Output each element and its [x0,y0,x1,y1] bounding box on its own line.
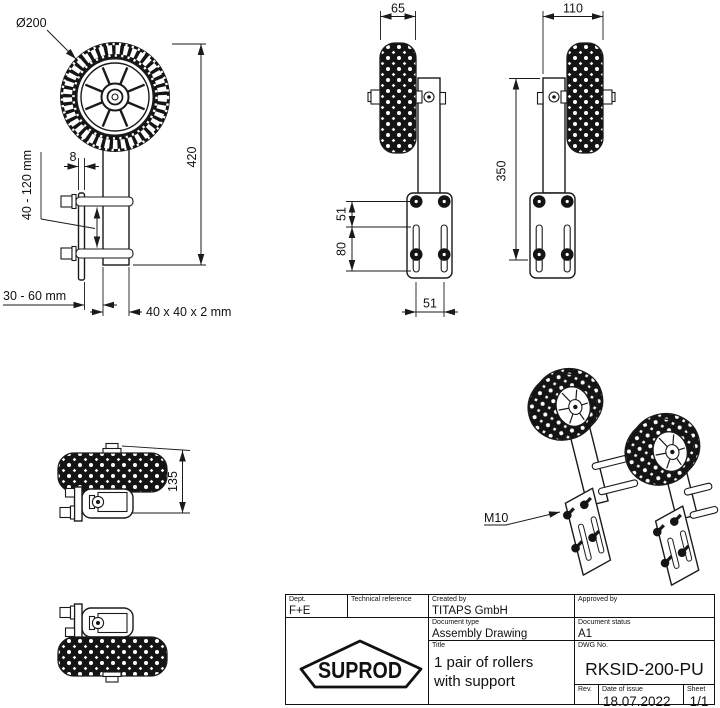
titleblock-createdby-cell: Created by TITAPS GmbH [429,595,575,618]
created-by-value: TITAPS GmbH [432,605,508,617]
dim-clamp-height-range: 40 - 120 mm [20,150,101,248]
side-view-right: 110 350 [495,2,616,279]
rev-value [575,694,598,695]
side-left-wheel [379,42,417,154]
side-view-left: 65 51 80 51 [335,2,458,317]
dept-label: Dept. [289,596,306,603]
titleblock-date-cell: Date of issue 18.07.2022 [599,685,684,708]
folded-bracket-mirror [59,603,134,639]
dim-slot-span-label: 80 [335,242,349,256]
sheet-label: Sheet [687,686,706,693]
rev-label: Rev. [578,686,592,693]
side-right-bolt-head [602,89,613,105]
folded-view-top: 135 [57,442,191,522]
folded-wheel [57,452,168,493]
folded-axle-cap-mirror [105,675,119,683]
front-view: Ø200 420 8 40 - 120 mm [3,16,231,319]
front-wheel-spokes [84,66,146,128]
dim-clamp-height-label: 40 - 120 mm [20,150,34,220]
iso-roller-left [527,367,639,576]
dept-value: F+E [289,605,311,617]
title-block: Dept. F+E Technical reference Created by… [285,594,715,708]
date-of-issue-value: 18.07.2022 [603,694,671,708]
dwg-no-value: RKSID-200-PU [585,659,704,679]
document-status-value: A1 [578,628,593,640]
titleblock-docstatus-cell: Document status A1 [575,618,714,641]
dim-support-height: 350 [495,78,540,261]
dim-height: 420 [133,43,206,266]
titleblock-doctype-cell: Document type Assembly Drawing [429,618,575,641]
titleblock-title-cell: Title 1 pair of rollers with support [429,641,575,704]
created-by-label: Created by [432,596,467,603]
dim-height-label: 420 [185,147,199,168]
side-right-axle-nut-center [552,95,556,99]
date-of-issue-label: Date of issue [602,686,643,693]
approved-by-label: Approved by [578,596,618,603]
titleblock-dept-cell: Dept. F+E [286,595,348,618]
folded-axle-flange [102,447,122,454]
titleblock-techref-cell: Technical reference [348,595,429,618]
sheet-value: 1/1 [689,694,709,708]
folded-view-bottom [57,603,168,683]
dim-wheel-width-label: 65 [391,2,405,16]
dim-plate-thickness-label: 8 [70,150,77,164]
titleblock-approvedby-cell: Approved by [575,595,714,618]
folded-axle-flange-mirror [102,671,122,678]
dim-clamp-width-range: 30 - 60 mm [3,267,117,316]
dim-diameter-label: Ø200 [16,16,47,30]
dim-overall-width-label: 110 [563,2,583,16]
dim-tube-size: 40 x 40 x 2 mm [90,267,231,319]
titleblock-dwgno-cell: DWG No. RKSID-200-PU [575,641,714,685]
approved-by-value [575,604,714,605]
folded-bracket [59,486,134,522]
side-right-plate-bolts [532,195,574,261]
side-left-axle-clip [439,91,447,105]
dim-clamp-width-label: 30 - 60 mm [3,289,66,303]
side-right-wheel [566,42,604,154]
dim-plate-thickness: 8 [64,150,99,190]
isometric-view: M10 [484,367,719,586]
dim-folded-height-label: 135 [166,471,180,492]
front-wheel [60,42,170,152]
dim-overall-width: 110 [542,2,604,74]
callout-m10: M10 [484,511,561,526]
document-status-label: Document status [578,619,631,626]
suprod-logo-text: SUPROD [318,657,402,683]
front-lower-bolt [60,245,134,262]
title-line2: with support [434,673,515,690]
dim-hole-offset-label: 51 [335,207,349,221]
side-right-bolt-tip [611,91,616,103]
titleblock-rev-cell: Rev. [575,685,599,704]
suprod-logo-icon: SUPROD [299,639,423,689]
side-left-axle-nut-center [427,95,431,99]
front-upper-bolt [60,193,134,210]
side-left-bolt-head [370,89,381,105]
title-label: Title [432,642,445,649]
dim-support-height-label: 350 [495,161,509,182]
dim-folded-height: 135 [121,445,191,514]
side-right-axle-clip [536,91,544,105]
dim-wheel-width: 65 [380,2,416,40]
technical-reference-value [348,604,428,605]
dim-hole-spacing-label: 51 [423,297,437,311]
titleblock-sheet-cell: Sheet 1/1 [684,685,714,708]
title-line1: 1 pair of rollers [434,654,534,671]
document-type-value: Assembly Drawing [432,628,528,640]
iso-roller-right [624,412,719,586]
dim-tube-size-label: 40 x 40 x 2 mm [146,305,231,319]
side-left-plate-bolts [409,195,451,261]
dwg-no-label: DWG No. [578,642,608,649]
titleblock-logo-cell: SUPROD [286,618,429,704]
m10-label: M10 [484,511,508,525]
document-type-label: Document type [432,619,480,626]
dim-hole-offset: 51 80 [335,201,411,272]
dim-diameter: Ø200 [16,16,77,60]
title-value: 1 pair of rollers with support [429,650,574,691]
dim-hole-spacing: 51 [402,282,458,317]
technical-reference-label: Technical reference [351,596,412,603]
folded-wheel-mirror [57,636,168,677]
